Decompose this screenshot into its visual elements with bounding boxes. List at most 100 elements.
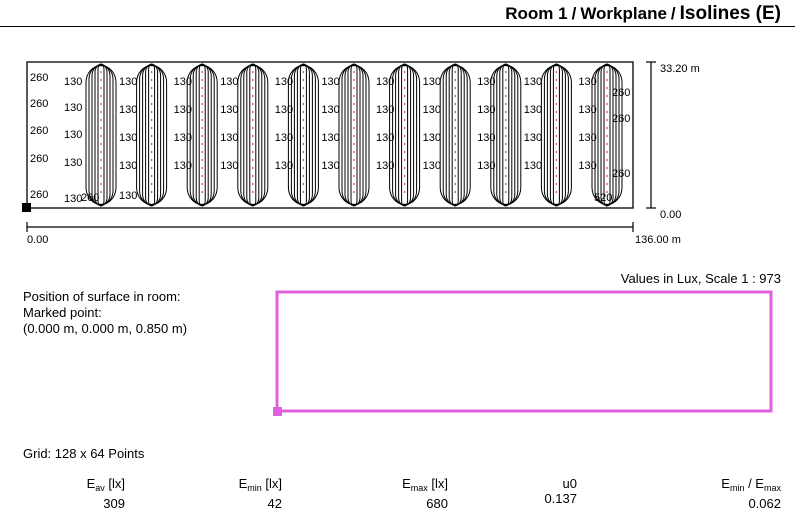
isoline-contour — [186, 65, 218, 205]
isoline-grid-dot — [505, 183, 507, 185]
isoline-grid-dot — [252, 175, 254, 177]
isoline-label-130: 130 — [174, 132, 192, 144]
isoline-grid-dot — [555, 127, 558, 129]
isoline-grid-dot — [353, 191, 355, 193]
isoline-grid-dot — [150, 143, 153, 145]
isoline-grid-dot — [150, 167, 153, 169]
isoline-grid-dot — [403, 95, 406, 97]
isoline-grid-dot — [505, 111, 507, 113]
isoline-label-130: 130 — [524, 160, 542, 172]
isoline-grid-dot — [201, 167, 203, 169]
isoline-label-130: 130 — [578, 104, 596, 116]
isoline-grid-dot — [150, 119, 153, 121]
isoline-grid-dot — [302, 151, 305, 153]
isoline-grid-dot — [353, 183, 355, 185]
isoline-grid-dot — [252, 79, 254, 81]
isoline-grid-dot — [555, 151, 558, 153]
isoline-grid-dot — [100, 191, 102, 193]
isoline-label-130: 130 — [64, 102, 82, 114]
isoline-label-130: 130 — [376, 132, 394, 144]
isoline-grid-dot — [353, 143, 355, 145]
isoline-label-130: 130 — [119, 76, 137, 88]
isoline-grid-dot — [505, 71, 507, 73]
isoline-grid-dot — [454, 111, 457, 113]
isoline-grid-dot — [201, 191, 203, 193]
isoline-label-260: 260 — [30, 189, 48, 201]
title-isolines: Isolines (E) — [679, 3, 781, 24]
isoline-grid-dot — [606, 151, 608, 153]
isoline-grid-dot — [100, 87, 102, 89]
isoline-grid-dot — [100, 167, 102, 169]
isoline-grid-dot — [201, 143, 203, 145]
surface-position-rect — [275, 290, 773, 413]
isoline-grid-dot — [403, 119, 406, 121]
isoline-grid-dot — [606, 159, 608, 161]
isoline-grid-dot — [100, 151, 102, 153]
isoline-grid-dot — [201, 103, 203, 105]
isoline-grid-dot — [302, 143, 305, 145]
isoline-grid-dot — [454, 71, 457, 73]
isoline-label-130: 130 — [174, 160, 192, 172]
isoline-grid-dot — [252, 119, 254, 121]
isoline-contour — [85, 65, 117, 205]
isoline-grid-dot — [302, 167, 305, 169]
isoline-label-260: 260 — [30, 72, 48, 84]
isoline-grid-dot — [201, 127, 203, 129]
isoline-grid-dot — [252, 103, 254, 105]
isoline-label-130: 130 — [119, 132, 137, 144]
isoline-label-130: 130 — [220, 132, 238, 144]
isoline-grid-dot — [150, 127, 153, 129]
isoline-grid-dot — [150, 159, 153, 161]
isoline-grid-dot — [403, 111, 406, 113]
isoline-contour — [540, 65, 572, 205]
stat-emin: Emin [lx] 42 — [239, 476, 282, 511]
isoline-label-130: 130 — [578, 76, 596, 88]
isoline-label-130: 130 — [119, 104, 137, 116]
isoline-grid-dot — [555, 143, 558, 145]
isoline-grid-dot — [606, 127, 608, 129]
isoline-label-130: 130 — [477, 132, 495, 144]
isoline-grid-dot — [403, 143, 406, 145]
isoline-grid-dot — [606, 183, 608, 185]
isoline-grid-dot — [403, 79, 406, 81]
isoline-grid-dot — [454, 159, 457, 161]
isoline-label-260-right: 260 — [612, 168, 630, 180]
isoline-label-260-right: 260 — [612, 87, 630, 99]
isoline-grid-dot — [403, 191, 406, 193]
isoline-grid-dot — [606, 119, 608, 121]
isoline-grid-dot — [201, 151, 203, 153]
isoline-label-130: 130 — [275, 160, 293, 172]
stat-eav-label: Eav [lx] — [86, 476, 125, 493]
isoline-grid-dot — [302, 79, 305, 81]
isoline-grid-dot — [353, 103, 355, 105]
isoline-grid-dot — [252, 87, 254, 89]
isoline-label-130: 130 — [174, 104, 192, 116]
isoline-label-130: 130 — [477, 104, 495, 116]
isoline-grid-dot — [252, 143, 254, 145]
isoline-grid-dot — [150, 87, 153, 89]
isoline-grid-dot — [555, 175, 558, 177]
isoline-grid-dot — [454, 183, 457, 185]
isoline-label-130: 130 — [119, 160, 137, 172]
isoline-label-260: 260 — [30, 125, 48, 137]
stat-u0-label: u0 — [562, 476, 577, 491]
isoline-grid-dot — [403, 183, 406, 185]
position-heading: Position of surface in room: — [23, 289, 181, 304]
isoline-grid-dot — [555, 183, 558, 185]
isoline-grid-dot — [252, 151, 254, 153]
isoline-grid-dot — [201, 159, 203, 161]
isoline-grid-dot — [403, 103, 406, 105]
isoline-grid-dot — [454, 119, 457, 121]
isoline-label-130: 130 — [64, 76, 82, 88]
isoline-grid-dot — [555, 167, 558, 169]
stat-eav-value: 309 — [103, 496, 125, 511]
isoline-contour — [591, 65, 623, 205]
isoline-grid-dot — [555, 135, 558, 137]
isoline-grid-dot — [454, 191, 457, 193]
isoline-label-130: 130 — [524, 104, 542, 116]
zero-x-label: 0.00 — [27, 234, 49, 246]
isoline-label-130: 130 — [376, 160, 394, 172]
isoline-label-130: 130 — [64, 193, 82, 205]
isoline-grid-dot — [100, 127, 102, 129]
stat-emax: Emax [lx] 680 — [402, 476, 448, 511]
